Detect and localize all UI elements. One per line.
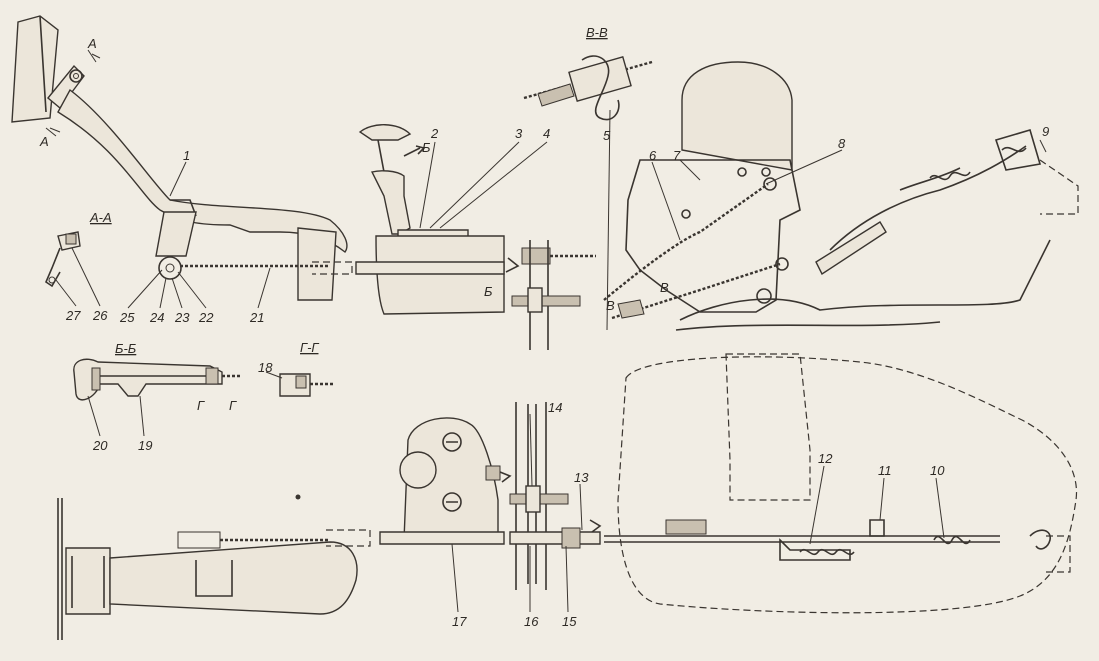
callout-19: 19 <box>138 438 152 453</box>
callout-17: 17 <box>452 614 467 629</box>
callout-12: 12 <box>818 451 833 466</box>
hand-throttle-assembly <box>355 124 505 315</box>
callout-10: 10 <box>930 463 945 478</box>
callout-6: 6 <box>649 148 657 163</box>
callout-27: 27 <box>65 308 81 323</box>
callout-11: 11 <box>878 463 892 478</box>
cut-letter-g-right: Г <box>229 398 237 413</box>
callout-21: 21 <box>249 310 264 325</box>
callout-22: 22 <box>198 310 214 325</box>
callout-25: 25 <box>119 310 135 325</box>
section-a-a-detail <box>45 231 81 288</box>
callout-8: 8 <box>838 136 846 151</box>
callout-1: 1 <box>183 148 190 163</box>
callout-leaders <box>55 109 1047 613</box>
callout-24: 24 <box>149 310 164 325</box>
callout-14: 14 <box>548 400 562 415</box>
cut-letter-a-bottom: А <box>39 134 49 149</box>
section-g-g-detail <box>279 373 334 397</box>
callout-15: 15 <box>562 614 577 629</box>
callout-16: 16 <box>524 614 539 629</box>
callout-23: 23 <box>174 310 190 325</box>
callout-9: 9 <box>1042 124 1049 139</box>
cut-letter-v-right: В <box>660 280 669 295</box>
carburetor-assembly <box>603 61 1079 331</box>
callout-20: 20 <box>92 438 108 453</box>
section-label-v-v: В-В <box>586 25 608 40</box>
section-label-g-g: Г-Г <box>300 340 319 355</box>
callout-2: 2 <box>430 126 439 141</box>
callout-7: 7 <box>673 148 681 163</box>
callout-4: 4 <box>543 126 550 141</box>
section-label-a-a: А-А <box>89 210 112 225</box>
section-b-b-handle <box>73 358 240 401</box>
callout-13: 13 <box>574 470 589 485</box>
accelerator-pedal-assembly <box>11 15 353 301</box>
bottom-cable-routing <box>57 353 1078 640</box>
callout-26: 26 <box>92 308 108 323</box>
cut-letter-b-top: Б <box>422 140 431 155</box>
cut-letter-v-left: В <box>606 298 615 313</box>
section-label-b-b: Б-Б <box>115 341 137 356</box>
cut-letter-a-top: А <box>87 36 97 51</box>
cut-letter-g-left: Г <box>197 398 205 413</box>
section-v-v-detail <box>523 55 653 121</box>
callout-18: 18 <box>258 360 273 375</box>
cut-letter-b-bottom: Б <box>484 284 493 299</box>
callout-5: 5 <box>603 128 611 143</box>
cable-break-middle-top <box>505 240 596 350</box>
callout-3: 3 <box>515 126 523 141</box>
